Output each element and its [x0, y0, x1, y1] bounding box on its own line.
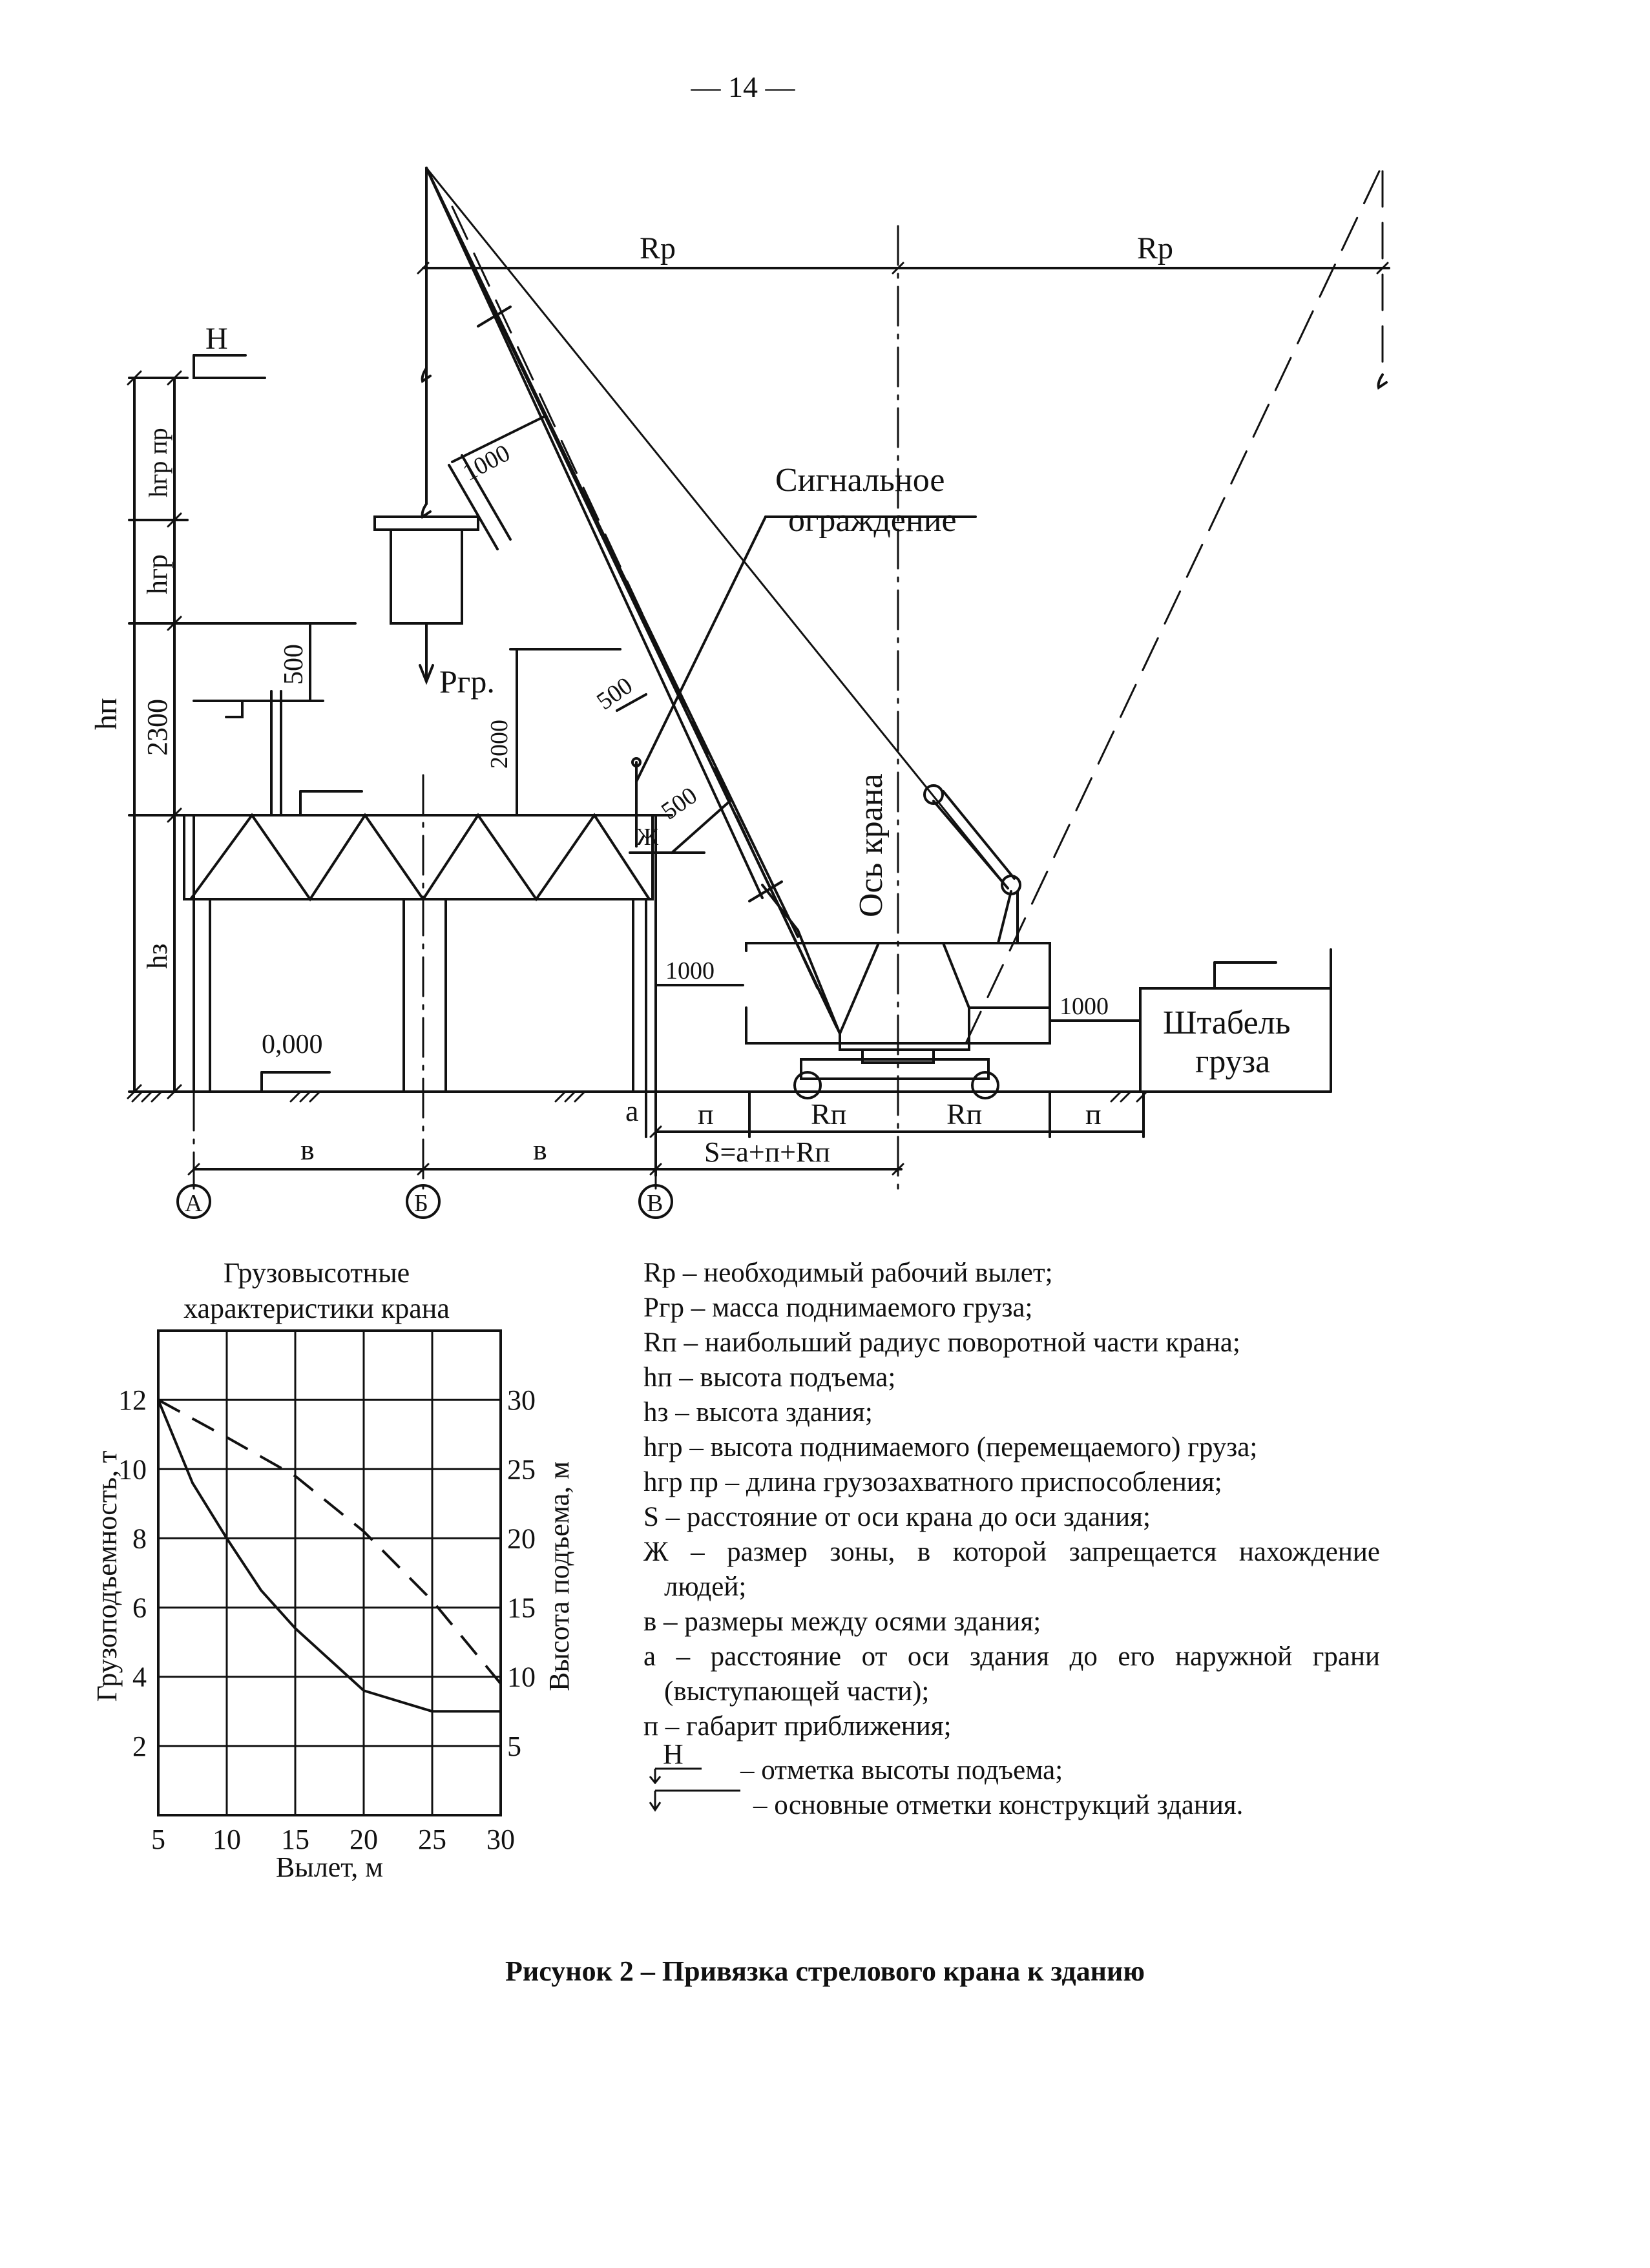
legend-item-p: п – габарит приближения; — [643, 1711, 952, 1742]
y-left-tick-label: 2 — [132, 1731, 147, 1762]
hn-label: hп — [89, 698, 123, 730]
legend-item: Rп – наибольший радиус поворотной части … — [643, 1327, 1240, 1358]
y-right-tick-label: 5 — [507, 1731, 521, 1762]
crane-body — [745, 170, 1388, 1099]
legend: Rр – необходимый рабочий вылет; Ргр – ма… — [643, 1256, 1380, 1824]
legend-item-b: в – размеры между осями здания; — [643, 1607, 1041, 1637]
figure-caption: Рисунок 2 – Привязка стрелового крана к … — [505, 1955, 1145, 1987]
x-axis-label: Вылет, м — [276, 1851, 383, 1883]
rn-right-label: Rп — [946, 1098, 982, 1130]
x-tick-label: 10 — [213, 1824, 241, 1855]
signal-fence-label-2: ограждение — [788, 502, 957, 539]
b-right-label: в — [533, 1133, 547, 1166]
zh-label: Ж — [636, 824, 659, 851]
axis-v-label: В — [647, 1190, 663, 1217]
x-tick-label: 5 — [151, 1824, 165, 1855]
capacity-series-line — [157, 1399, 501, 1713]
legend-item: Rр – необходимый рабочий вылет; — [643, 1258, 1053, 1288]
crane-building-drawing: Rр Rр Н Сигнальное ограждение Ргр. Штабе… — [89, 167, 1390, 1219]
svg-text:Н: Н — [663, 1744, 684, 1770]
rp-left-label: Rр — [640, 231, 676, 265]
y-left-tick-label: 6 — [132, 1592, 147, 1624]
legend-item-a-line1: а – расстояние от оси здания до его нару… — [643, 1641, 1380, 1672]
plot-frame — [157, 1329, 502, 1816]
signal-fence-leader — [635, 515, 767, 783]
hgrpr-label: hгр пр — [143, 428, 172, 497]
legend-item-zh-line1: Ж – размер зоны, в которой запрещается н… — [643, 1537, 1380, 1567]
x-tick-label: 30 — [486, 1824, 515, 1855]
ground-hatch — [131, 1090, 1148, 1103]
p-right-label: п — [1085, 1098, 1102, 1130]
y-right-tick-label: 10 — [507, 1661, 536, 1693]
legend-item-zh-line2: людей; — [664, 1572, 747, 1602]
y-right-tick-label: 25 — [507, 1453, 536, 1485]
crane-boom — [425, 167, 1009, 1035]
hgr-label: hгр — [141, 554, 173, 594]
legend-item: hгр пр – длина грузозахватного приспособ… — [643, 1467, 1222, 1497]
hz-label: hз — [141, 944, 173, 969]
rn-left-label: Rп — [811, 1098, 846, 1130]
a-label: а — [625, 1094, 638, 1127]
cargo-stack — [1139, 948, 1332, 1093]
dim-500-top: 500 — [279, 644, 309, 685]
y-left-tick-label: 12 — [118, 1384, 147, 1416]
b-left-label: в — [300, 1133, 315, 1166]
x-tick-label: 20 — [350, 1824, 378, 1855]
y-left-axis-label: Грузоподъемность, т — [91, 1451, 123, 1702]
dim-1000-right: 1000 — [1060, 993, 1109, 1020]
load-label: Ргр. — [439, 663, 495, 700]
legend-item: Ргр – масса поднимаемого груза; — [643, 1293, 1033, 1323]
p-left-label: п — [698, 1098, 714, 1130]
y-right-axis-label: Высота подъема, м — [543, 1461, 575, 1691]
legend-mark-h: Н – отметка высоты подъема; — [643, 1744, 1380, 1785]
legend-item: hгр – высота поднимаемого (перемещаемого… — [643, 1432, 1258, 1462]
y-left-tick-label: 4 — [132, 1661, 147, 1693]
y-left-tick-label: 10 — [118, 1453, 147, 1485]
dim-1000-left: 1000 — [665, 957, 715, 984]
y-right-tick-label: 20 — [507, 1523, 536, 1554]
h-level-mark-icon: Н — [649, 1744, 702, 1784]
y-left-tick-label: 8 — [132, 1523, 147, 1554]
stack-label-2: груза — [1195, 1043, 1270, 1080]
chart-title-line1: Грузовысотные — [224, 1257, 410, 1289]
s-formula-label: S=а+п+Rп — [704, 1136, 830, 1168]
legend-item-a-line2: (выступающей части); — [664, 1676, 930, 1707]
signal-fence-label-1: Сигнальное — [775, 462, 945, 499]
page-number: — 14 — — [691, 70, 795, 103]
x-tick-label: 15 — [281, 1824, 309, 1855]
crane-axis-label: Ось крана — [853, 773, 890, 917]
base-level-mark-icon — [649, 1789, 740, 1812]
chart-title-line2: характеристики крана — [183, 1293, 450, 1324]
h-mark-label: Н — [205, 322, 228, 356]
x-tick-label: 25 — [418, 1824, 446, 1855]
load-block — [373, 515, 479, 685]
legend-mark-base: – основные отметки конструкций здания. — [643, 1784, 1380, 1824]
load-height-chart: Грузовысотные характеристики крана Вылет… — [91, 1257, 575, 1883]
y-right-tick-label: 30 — [507, 1384, 536, 1416]
legend-mark-h-text: – отметка высоты подъема; — [740, 1755, 1063, 1785]
stack-label-1: Штабель — [1163, 1004, 1290, 1041]
height-series-line — [158, 1399, 502, 1685]
legend-item: hп – высота подъема; — [643, 1362, 896, 1393]
axis-b-label: Б — [414, 1190, 428, 1217]
legend-item: S – расстояние от оси крана до оси здани… — [643, 1502, 1151, 1532]
rp-right-label: Rр — [1137, 231, 1173, 265]
dim-2000: 2000 — [486, 720, 513, 769]
legend-mark-base-text: – основные отметки конструкций здания. — [753, 1790, 1244, 1820]
level-zero-label: 0,000 — [262, 1030, 323, 1059]
y-right-tick-label: 15 — [507, 1592, 536, 1624]
dim-2300: 2300 — [141, 699, 173, 756]
axis-a-label: А — [185, 1190, 203, 1217]
legend-item: hз – высота здания; — [643, 1397, 873, 1428]
